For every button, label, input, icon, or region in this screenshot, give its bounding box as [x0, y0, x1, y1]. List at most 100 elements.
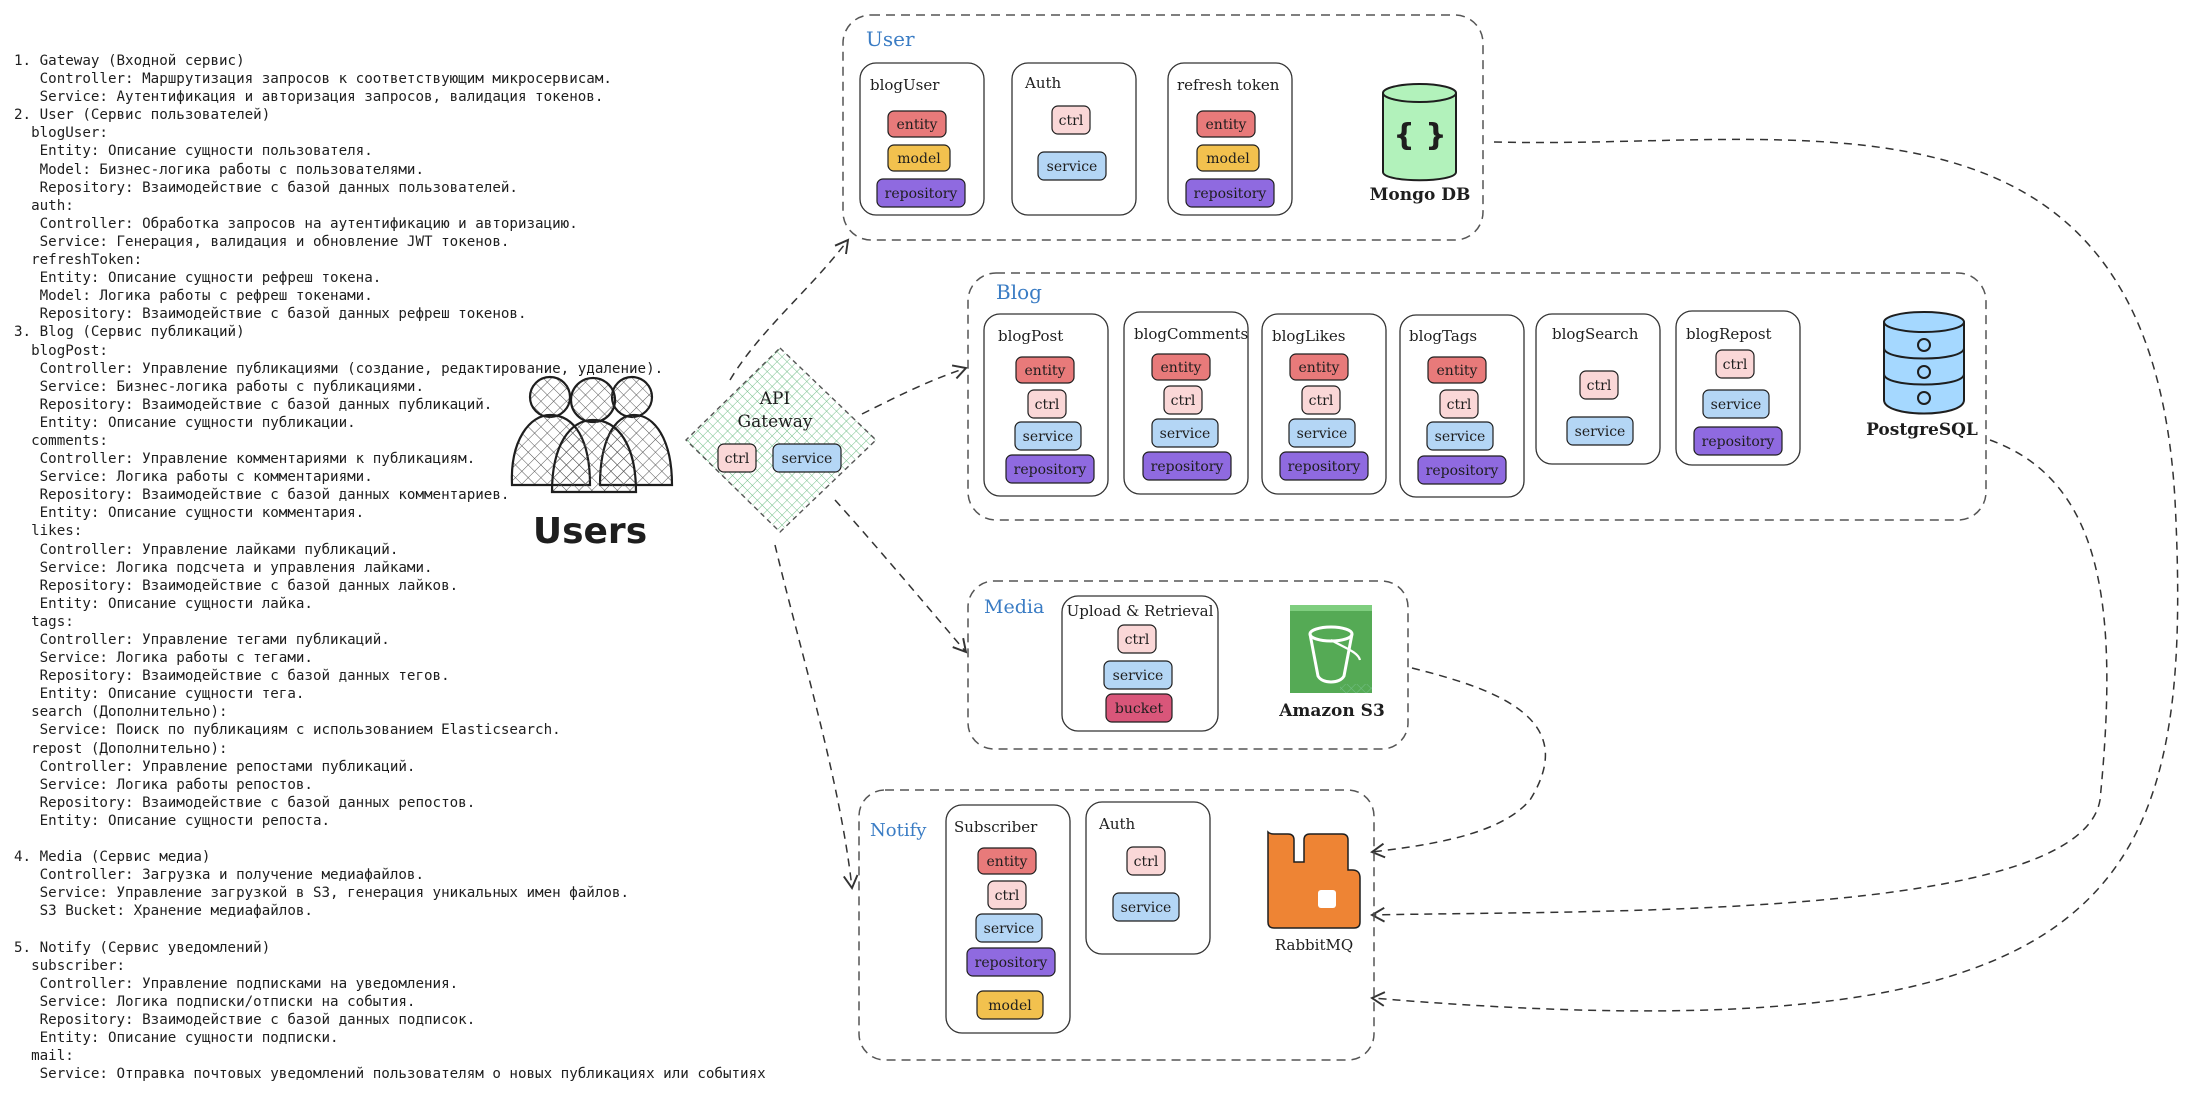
- refresh-token-module: refresh token entity model repository: [1167, 62, 1293, 216]
- note-line: Controller: Обработка запросов на аутент…: [14, 215, 578, 232]
- blogtags-title: blogTags: [1409, 327, 1477, 345]
- amazon-s3-label: Amazon S3: [1278, 701, 1385, 721]
- note-line: Service: Бизнес-логика работы с публикац…: [14, 378, 424, 395]
- notify-auth-ctrl-chip: [1126, 846, 1166, 876]
- bloguser-model-chip: [887, 144, 951, 172]
- blogrepost-service-chip: [1702, 389, 1770, 419]
- blogrepost-ctrl-label: ctrl: [1723, 357, 1748, 373]
- user-service-group: User blogUser entity model repository Au…: [842, 14, 1484, 241]
- subscriber-ctrl-chip: [987, 880, 1027, 910]
- note-line: Controller: Управление подписками на уве…: [14, 975, 459, 992]
- note-line: Controller: Управление репостами публика…: [14, 758, 416, 775]
- refresh-repository-chip: [1185, 178, 1275, 208]
- upload-bucket-label: bucket: [1115, 701, 1164, 717]
- notify-service-group: Notify Subscriber entity ctrl service re…: [858, 789, 1375, 1061]
- note-line: Entity: Описание сущности репоста.: [14, 812, 331, 829]
- bloglikes-repository-chip: [1279, 451, 1369, 481]
- gateway-to-media-arrow: [834, 499, 968, 654]
- blogpost-ctrl-label: ctrl: [1035, 397, 1060, 413]
- bloguser-repository-chip: [876, 178, 966, 208]
- bloglikes-entity-label: entity: [1299, 360, 1340, 376]
- bloguser-entity-label: entity: [897, 117, 938, 133]
- gateway-to-blog-arrow: [861, 364, 968, 415]
- amazon-s3-icon: [1290, 605, 1372, 693]
- note-line: Repository: Взаимодействие с базой данны…: [14, 396, 493, 413]
- note-line: Entity: Описание сущности рефреш токена.: [14, 270, 382, 287]
- blog-service-group: Blog blogPost entity ctrl service reposi…: [967, 272, 1987, 521]
- blogtags-repository-chip: [1417, 455, 1507, 485]
- note-line: Controller: Управление тегами публикаций…: [14, 632, 390, 648]
- api-gateway-title-line2: Gateway: [738, 412, 813, 432]
- notify-auth-ctrl-label: ctrl: [1134, 854, 1159, 870]
- bloglikes-entity-chip: [1289, 353, 1349, 381]
- upload-bucket-chip: [1105, 693, 1173, 723]
- note-line: 2. User (Сервис пользователей): [14, 107, 271, 124]
- note-line: subscriber:: [14, 957, 126, 974]
- note-line: blogPost:: [14, 342, 108, 359]
- blogpost-service-chip: [1014, 421, 1082, 451]
- blogcomments-service-label: service: [1160, 426, 1211, 442]
- blogsearch-ctrl-chip: [1579, 370, 1619, 400]
- blogtags-ctrl-chip: [1439, 389, 1479, 419]
- mongo-db-label: Mongo DB: [1370, 185, 1471, 205]
- blogcomments-title: blogComments: [1134, 325, 1248, 343]
- refresh-entity-label: entity: [1206, 117, 1247, 133]
- note-line: Entity: Описание сущности лайка.: [14, 595, 313, 612]
- media-group-title: Media: [984, 596, 1044, 618]
- subscriber-service-label: service: [984, 921, 1035, 937]
- note-line: Service: Логика работы с комментариями.: [14, 469, 373, 486]
- bloguser-repository-label: repository: [885, 186, 958, 202]
- note-line: likes:: [14, 523, 83, 540]
- upload-ctrl-label: ctrl: [1125, 632, 1150, 648]
- blogrepost-ctrl-chip: [1715, 349, 1755, 379]
- note-line: 1. Gateway (Входной сервис): [14, 53, 245, 69]
- blogtags-service-chip: [1426, 421, 1494, 451]
- blog-to-rabbitmq-arrow: [1370, 439, 2108, 923]
- media-to-rabbitmq-arrow: [1370, 667, 1547, 859]
- blogpost-module: blogPost entity ctrl service repository: [983, 313, 1109, 497]
- note-line: auth:: [14, 197, 74, 214]
- note-line: Repository: Взаимодействие с базой данны…: [14, 1011, 476, 1028]
- note-line: Controller: Маршрутизация запросов к соо…: [14, 71, 612, 88]
- auth-title: Auth: [1024, 74, 1062, 92]
- api-gateway[interactable]: API Gateway ctrl service: [684, 347, 878, 533]
- auth-module: Auth ctrl service: [1011, 62, 1137, 216]
- blogpost-service-label: service: [1023, 429, 1074, 445]
- api-gateway-title-line1: API: [759, 389, 790, 409]
- blogtags-entity-label: entity: [1437, 363, 1478, 379]
- blogsearch-service-label: service: [1575, 424, 1626, 440]
- architecture-notes: 1. Gateway (Входной сервис) Controller: …: [14, 52, 814, 1083]
- note-line: Entity: Описание сущности публикации.: [14, 414, 356, 431]
- blogpost-repository-label: repository: [1014, 462, 1087, 478]
- mongo-db-symbol: { }: [1393, 118, 1446, 153]
- bloglikes-ctrl-chip: [1301, 385, 1341, 415]
- blogrepost-service-label: service: [1711, 397, 1762, 413]
- postgresql-label: PostgreSQL: [1866, 420, 1978, 440]
- subscriber-service-chip: [975, 913, 1043, 943]
- bloglikes-ctrl-label: ctrl: [1309, 393, 1334, 409]
- blogsearch-ctrl-label: ctrl: [1587, 378, 1612, 394]
- blogpost-title: blogPost: [998, 327, 1063, 345]
- notify-auth-title: Auth: [1098, 815, 1136, 833]
- note-line: Entity: Описание сущности тега.: [14, 686, 305, 703]
- note-line: Service: Логика подсчета и управления ла…: [14, 559, 433, 576]
- blogtags-entity-chip: [1427, 356, 1487, 384]
- refresh-model-chip: [1196, 144, 1260, 172]
- blog-group-title: Blog: [996, 280, 1042, 304]
- blogtags-module: blogTags entity ctrl service repository: [1399, 314, 1525, 498]
- note-line: Model: Логика работы с рефреш токенами.: [14, 288, 373, 305]
- blogcomments-module: blogComments entity ctrl service reposit…: [1123, 311, 1249, 495]
- gateway-ctrl-chip: [717, 443, 757, 473]
- bloglikes-service-chip: [1288, 418, 1356, 448]
- note-line: Service: Логика работы репостов.: [14, 776, 313, 793]
- blogpost-entity-chip: [1015, 356, 1075, 384]
- users-icon: [510, 375, 674, 494]
- subscriber-repository-chip: [966, 947, 1056, 977]
- auth-service-chip: [1037, 151, 1107, 181]
- note-line: repost (Дополнительно):: [14, 740, 228, 757]
- bloglikes-title: blogLikes: [1272, 327, 1345, 345]
- note-line: Repository: Взаимодействие с базой данны…: [14, 179, 518, 196]
- note-line: 4. Media (Сервис медиа): [14, 849, 211, 866]
- note-line: Service: Аутентификация и авторизация за…: [14, 89, 604, 106]
